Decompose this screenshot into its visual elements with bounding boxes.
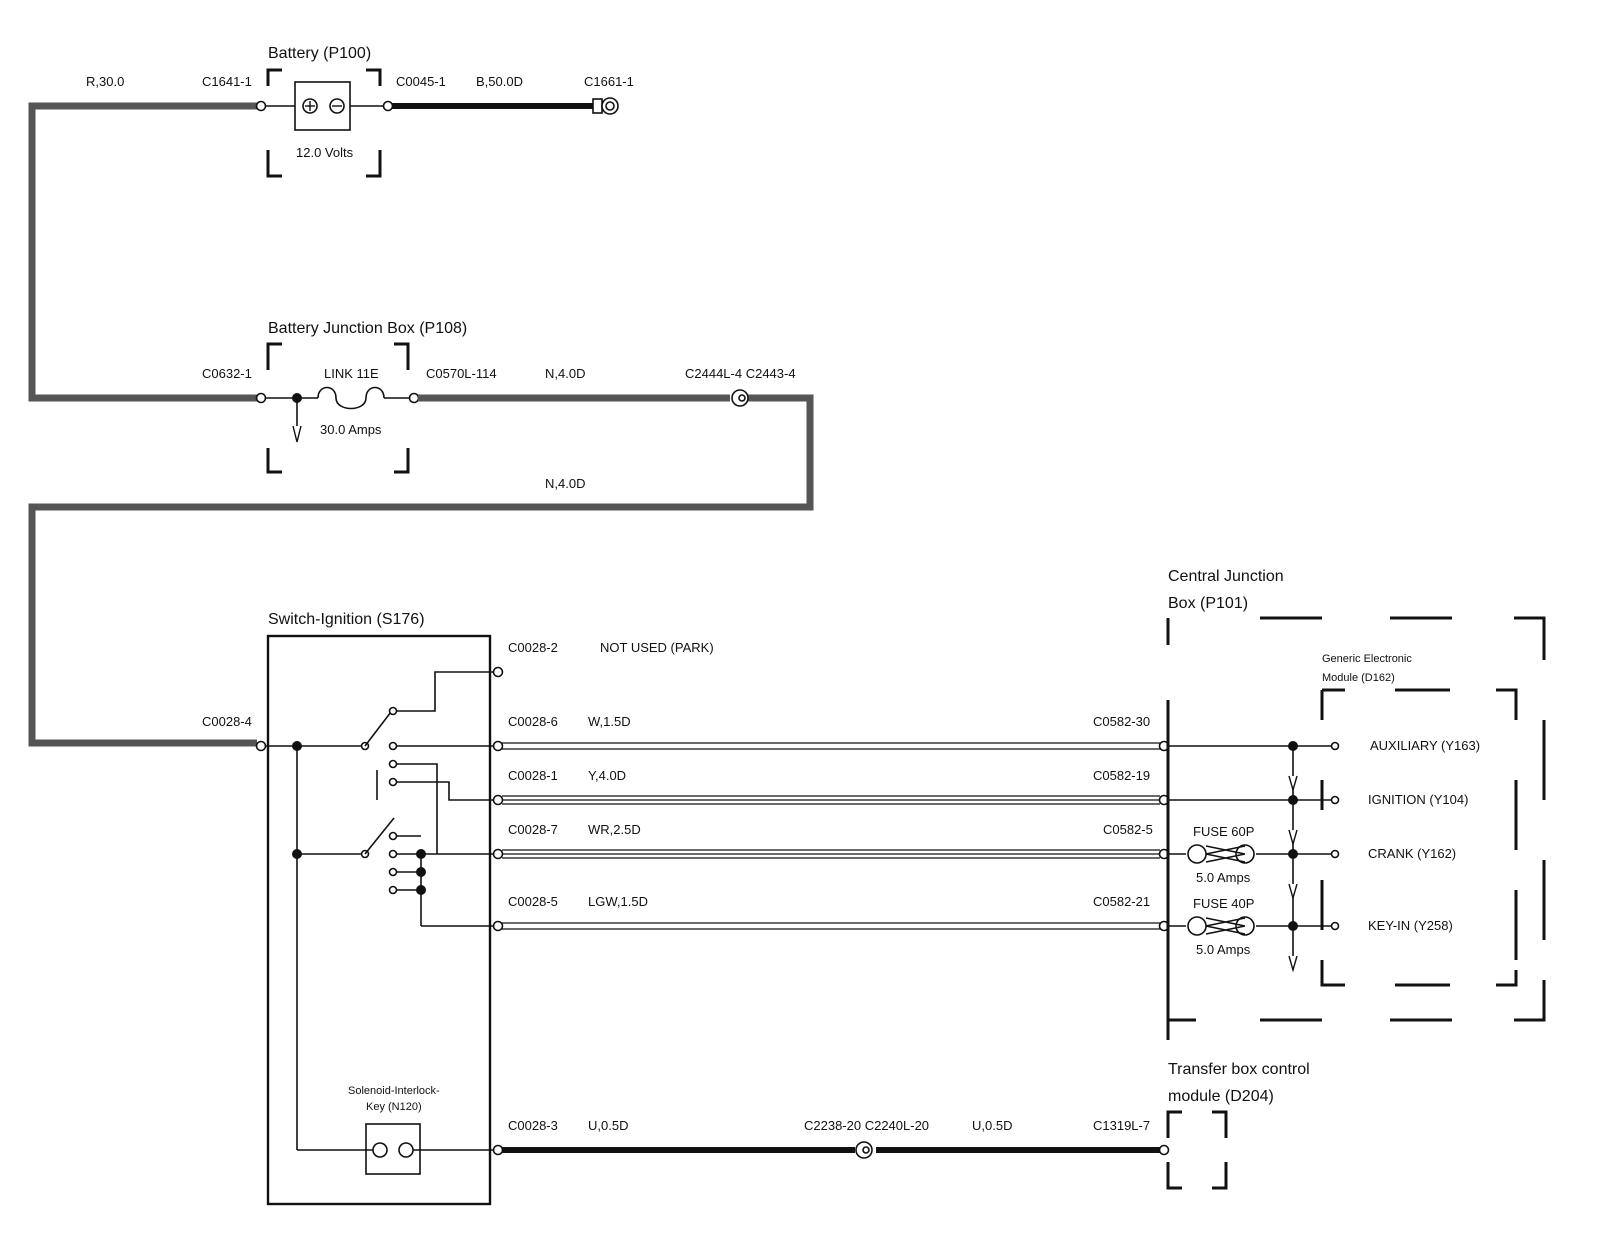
connector-c0570l-114-pin: [408, 392, 420, 404]
wire-w15-label: W,1.5D: [588, 714, 631, 729]
switch-title: Switch-Ignition (S176): [268, 611, 425, 628]
inline-connector-icon: [855, 1141, 873, 1159]
battery-title: Battery (P100): [268, 45, 371, 62]
connector-c1319l-7: C1319L-7: [1093, 1118, 1150, 1133]
connector-c1641-1: C1641-1: [202, 74, 252, 89]
fuse-60p-icon: [1187, 844, 1255, 864]
battery-junction-box: Battery Junction Box (P108) LINK 11E 30.…: [265, 320, 467, 474]
wire-lgw15-label: LGW,1.5D: [588, 894, 648, 909]
fuse-40p-label: FUSE 40P: [1193, 896, 1254, 911]
wire-wr25-label: WR,2.5D: [588, 822, 641, 837]
connector-c0045-1: C0045-1: [396, 74, 446, 89]
wire-n4-label-top: N,4.0D: [545, 366, 585, 381]
connector-c0028-6-pin: [492, 740, 504, 752]
cjb-title-2: Box (P101): [1168, 595, 1248, 612]
gem-title-2: Module (D162): [1322, 672, 1395, 684]
ground-icon: [592, 97, 619, 115]
solenoid-label-1: Solenoid-Interlock-: [348, 1085, 440, 1097]
wire-n4-label-bottom: N,4.0D: [545, 476, 585, 491]
connector-c2444l-c2443: C2444L-4 C2443-4: [685, 366, 796, 381]
bjb-link-rating: 30.0 Amps: [320, 422, 382, 437]
fuse-40p-icon: [1187, 916, 1255, 936]
connector-c0028-1: C0028-1: [508, 768, 558, 783]
connector-c0028-3: C0028-3: [508, 1118, 558, 1133]
bjb-link-label: LINK 11E: [324, 366, 379, 381]
wire-u05-label-right: U,0.5D: [972, 1118, 1012, 1133]
connector-c1319l-7-pin: [1158, 1144, 1170, 1156]
fuse-60p-label: FUSE 60P: [1193, 824, 1254, 839]
connector-c0582-5: C0582-5: [1103, 822, 1153, 837]
connector-c0632-1: C0632-1: [202, 366, 252, 381]
connector-c0028-7: C0028-7: [508, 822, 558, 837]
output-ignition: IGNITION (Y104): [1368, 792, 1468, 807]
connector-c0582-30: C0582-30: [1093, 714, 1150, 729]
solenoid-label-2: Key (N120): [366, 1101, 422, 1113]
output-crank: CRANK (Y162): [1368, 846, 1456, 861]
inline-connector-icon: [731, 389, 749, 407]
connector-c0582-21: C0582-21: [1093, 894, 1150, 909]
connector-c0632-1-pin: [255, 392, 267, 404]
switch-ignition: Switch-Ignition (S176): [265, 611, 494, 1206]
central-junction-box: Central Junction Box (P101) Generic Elec…: [1166, 568, 1546, 1040]
connector-c0028-2: C0028-2: [508, 640, 558, 655]
not-used-label: NOT USED (PARK): [600, 640, 714, 655]
cjb-title-1: Central Junction: [1168, 568, 1284, 585]
connector-c0028-1-pin: [492, 794, 504, 806]
transfer-title-1: Transfer box control: [1168, 1061, 1310, 1078]
connector-c0028-5: C0028-5: [508, 894, 558, 909]
gem-title-1: Generic Electronic: [1322, 653, 1412, 665]
wire-wr25: [502, 849, 1160, 859]
fuse-link-icon: [317, 386, 385, 410]
fuse-60p-rating: 5.0 Amps: [1196, 870, 1251, 885]
transfer-box-module: Transfer box control module (D204): [1166, 1061, 1310, 1190]
connector-c1641-1-pin: [255, 100, 267, 112]
connector-c0570l-114: C0570L-114: [426, 366, 497, 381]
connector-c0028-2-pin: [492, 666, 504, 678]
wire-u05-label-left: U,0.5D: [588, 1118, 628, 1133]
connector-c0028-6: C0028-6: [508, 714, 558, 729]
wire-b50-label: B,50.0D: [476, 74, 523, 89]
connector-c0582-19: C0582-19: [1093, 768, 1150, 783]
connector-c0045-1-pin: [382, 100, 394, 112]
connector-c0028-4: C0028-4: [202, 714, 252, 729]
battery-voltage: 12.0 Volts: [296, 145, 354, 160]
connector-c2238-c2240l: C2238-20 C2240L-20: [804, 1118, 929, 1133]
wire-y40-label: Y,4.0D: [588, 768, 626, 783]
wire-lgw15: [502, 922, 1160, 930]
output-auxiliary: AUXILIARY (Y163): [1370, 738, 1480, 753]
battery-component: Battery (P100) 12.0 Volts: [264, 45, 384, 178]
wire-r30-label: R,30.0: [86, 74, 124, 89]
connector-c0028-3-pin: [492, 1144, 504, 1156]
output-keyin: KEY-IN (Y258): [1368, 918, 1453, 933]
transfer-title-2: module (D204): [1168, 1088, 1274, 1105]
wire-y40: [502, 795, 1160, 805]
bjb-title: Battery Junction Box (P108): [268, 320, 467, 337]
wire-w15: [502, 742, 1160, 750]
connector-c1661-1: C1661-1: [584, 74, 634, 89]
connector-c0028-4-pin: [255, 740, 267, 752]
connector-c0028-7-pin: [492, 848, 504, 860]
wire-r30: [28, 102, 257, 402]
connector-c0028-5-pin: [492, 920, 504, 932]
fuse-40p-rating: 5.0 Amps: [1196, 942, 1251, 957]
